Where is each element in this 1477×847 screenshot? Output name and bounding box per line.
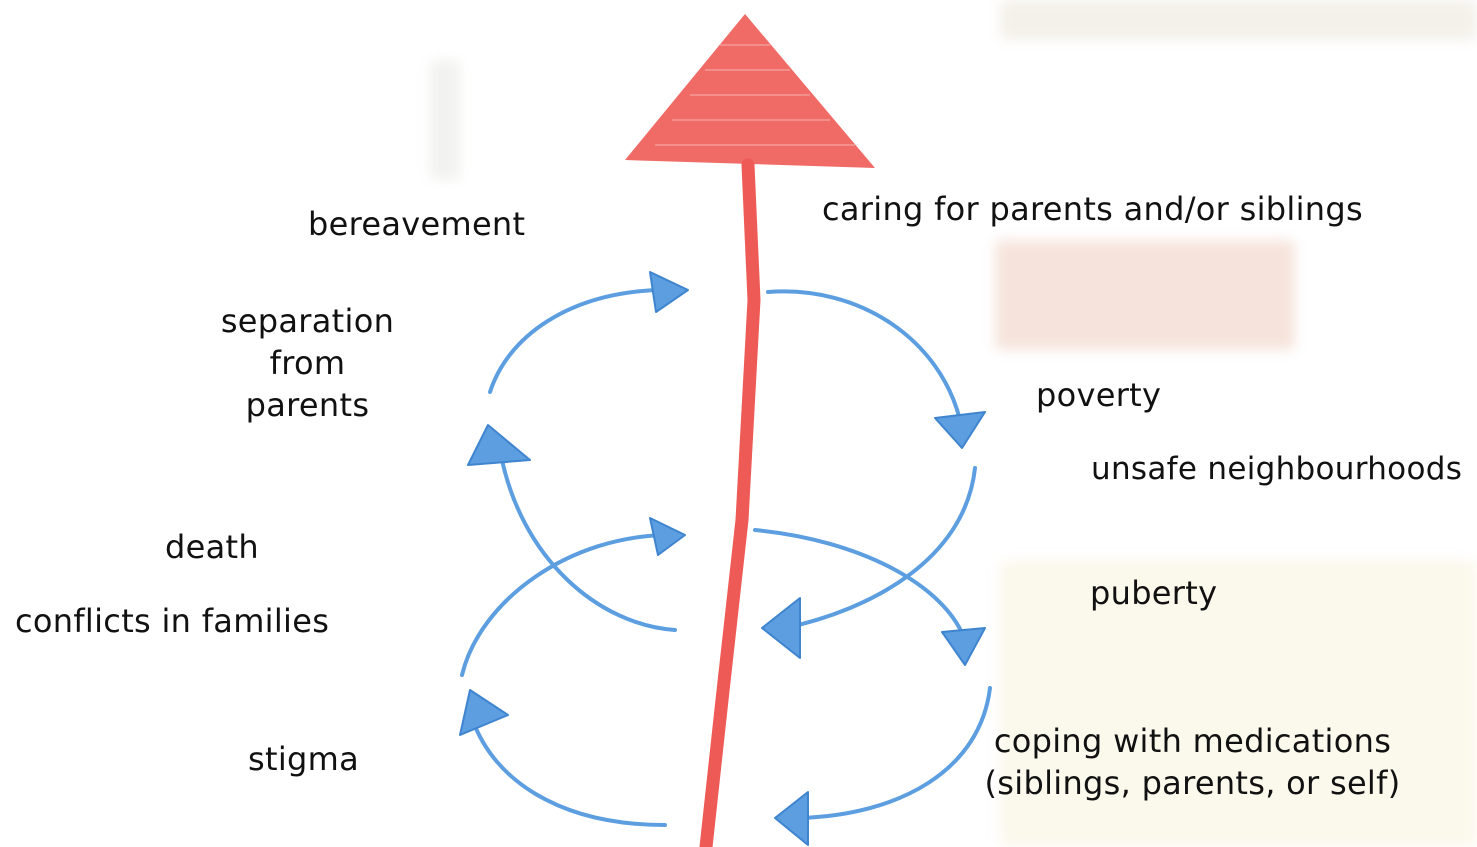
paper-smudge: [1000, 560, 1477, 847]
loop-right-top: [766, 289, 962, 422]
loop-right-middle: [783, 466, 977, 630]
label-death: death: [165, 528, 259, 566]
arrowhead-up: [459, 689, 509, 736]
loop-arrowheads: [459, 271, 986, 846]
label-line: (siblings, parents, or self): [984, 764, 1401, 802]
label-stigma: stigma: [248, 740, 360, 778]
label-caring: caring for parents and/or siblings: [822, 190, 1363, 228]
label-puberty: puberty: [1090, 574, 1218, 612]
label-line: separation: [220, 302, 395, 340]
label-conflicts-in-families: conflicts in families: [15, 602, 330, 640]
loop-left-top: [488, 288, 667, 394]
loop-left-lower: [460, 533, 672, 677]
arrowhead-left: [774, 791, 809, 846]
feedback-loops: [460, 288, 992, 827]
arrowhead-down: [941, 627, 986, 666]
loop-left-bottom: [468, 710, 667, 827]
label-bereavement: bereavement: [308, 205, 526, 243]
loop-right-lower: [753, 528, 967, 642]
arrowhead-up: [467, 424, 531, 466]
label-separation-from-parents: separation from parents: [205, 300, 410, 426]
label-line: coping with medications: [993, 722, 1392, 760]
label-unsafe-neighbourhoods: unsafe neighbourhoods: [1091, 451, 1463, 487]
label-poverty: poverty: [1036, 376, 1162, 414]
paper-smudge: [1000, 0, 1477, 40]
paper-smudge: [430, 60, 460, 180]
arrowhead-left: [761, 597, 801, 659]
label-line: from: [269, 344, 346, 382]
loop-left-middle: [498, 448, 677, 632]
spine-shaft: [699, 158, 761, 847]
loop-right-bottom: [798, 686, 992, 820]
arrowhead-right: [649, 517, 686, 556]
arrowhead-hatching: [655, 44, 855, 146]
label-coping-with-medications: coping with medications (siblings, paren…: [975, 720, 1410, 804]
central-spine-arrow: [625, 14, 875, 847]
arrowhead-down: [934, 411, 986, 449]
arrowhead-right: [649, 271, 689, 313]
spine-arrowhead: [625, 14, 875, 168]
label-line: parents: [245, 386, 370, 424]
paper-smudge: [995, 240, 1295, 350]
